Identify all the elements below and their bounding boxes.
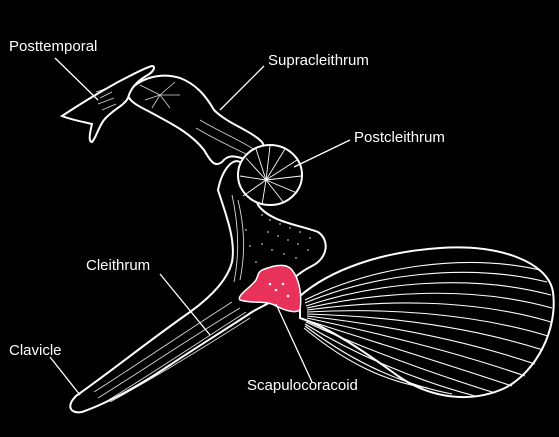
scapulocoracoid-bone [238, 264, 302, 313]
cleithrum-leader [159, 273, 211, 336]
leader-lines [49, 57, 351, 396]
posttemporal-label: Posttemporal [9, 38, 98, 55]
supracleithrum-label: Supracleithrum [268, 52, 369, 69]
cleithrum-label: Cleithrum [86, 257, 151, 274]
clavicle-leader [49, 356, 81, 396]
pectoral-fin [299, 246, 555, 399]
cleithrum-bone [69, 160, 327, 414]
postcleithrum-bone [237, 144, 303, 206]
clavicle-label: Clavicle [9, 342, 62, 359]
supracleithrum-leader [219, 65, 265, 111]
posttemporal-bone [59, 64, 155, 144]
scapulocoracoid-label: Scapulocoracoid [247, 377, 358, 394]
postcleithrum-label: Postcleithrum [354, 129, 445, 146]
postcleithrum-leader [293, 139, 351, 168]
scapulocoracoid-foramina [268, 282, 290, 298]
cleithrum-stipple [245, 214, 311, 263]
supracleithrum-bone [126, 74, 266, 166]
scapulocoracoid-leader [275, 303, 313, 383]
posttemporal-leader [54, 57, 99, 101]
